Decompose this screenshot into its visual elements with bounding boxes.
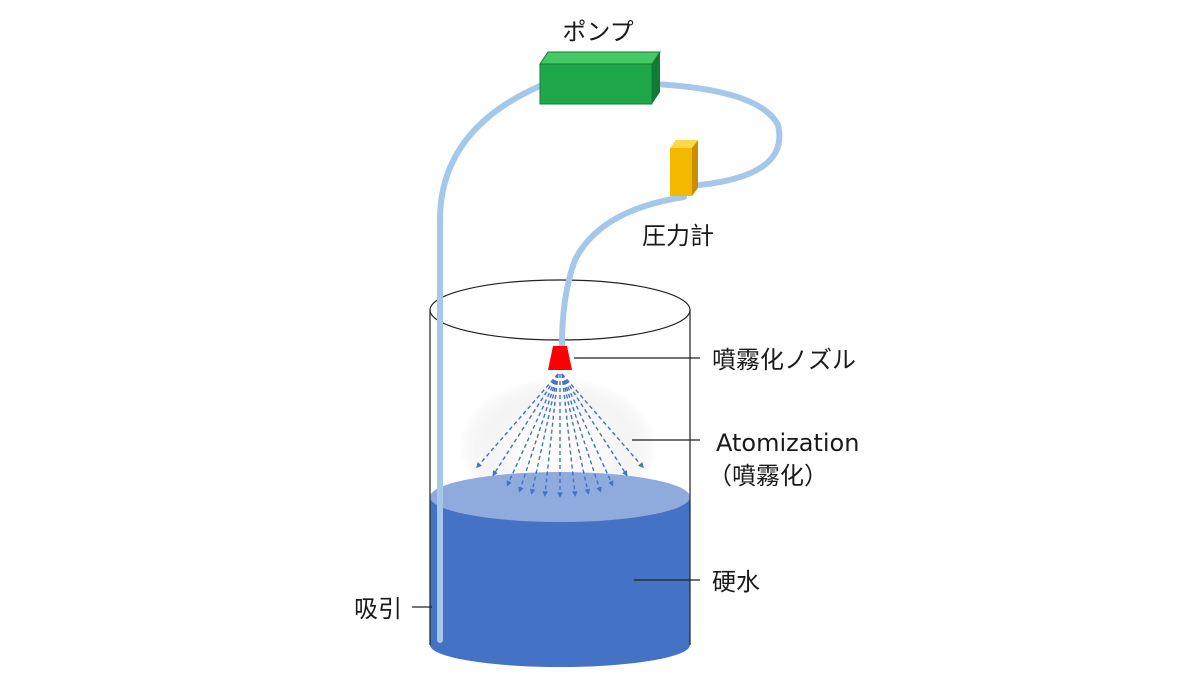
spray-line — [561, 373, 591, 495]
suction-label: 吸引 — [354, 595, 402, 623]
pump-side — [652, 52, 660, 104]
nozzle-label: 噴霧化ノズル — [712, 346, 856, 374]
atomization-label: Atomization — [716, 429, 859, 457]
gauge-top — [670, 140, 698, 148]
spray-pattern — [476, 373, 644, 498]
leader-lines — [412, 357, 700, 608]
suction-tube — [437, 83, 543, 643]
spray-line — [561, 373, 602, 493]
pump-front — [539, 63, 653, 105]
spray-line — [561, 373, 644, 469]
spray-line — [518, 373, 559, 493]
pump-top — [539, 51, 661, 65]
spray-line — [476, 373, 559, 469]
nozzle — [548, 346, 572, 370]
spray-line — [492, 373, 559, 477]
tubes — [437, 81, 783, 643]
hard-water — [430, 472, 690, 667]
spray-line — [561, 373, 628, 477]
gauge-front — [670, 148, 692, 196]
pump-to-gauge-tube — [652, 81, 783, 188]
atomization-jp-label: （噴霧化） — [708, 462, 828, 490]
spray-line — [542, 373, 559, 497]
pump-label: ポンプ — [562, 18, 633, 46]
spray-line — [561, 373, 614, 487]
pressure-gauge-label: 圧力計 — [642, 222, 714, 250]
water-body — [430, 497, 690, 667]
pump — [539, 51, 661, 105]
gauge-to-nozzle-tube — [559, 194, 687, 348]
spray-line — [561, 373, 578, 497]
spray-line — [506, 373, 559, 487]
spray-line — [529, 373, 559, 495]
hard-water-label: 硬水 — [712, 568, 760, 596]
gauge-side — [692, 140, 698, 196]
pressure-gauge — [670, 140, 698, 196]
